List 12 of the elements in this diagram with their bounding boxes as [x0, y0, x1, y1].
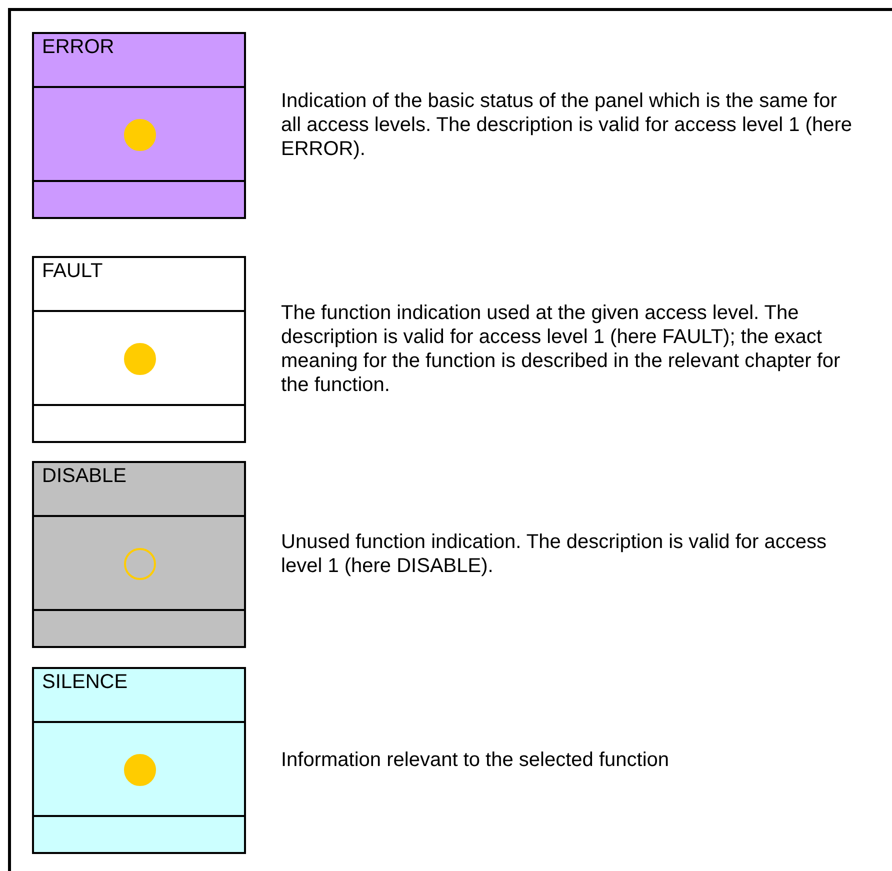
description-text: Information relevant to the selected function — [281, 748, 670, 772]
panel-title: ERROR — [42, 36, 114, 59]
panel-title: FAULT — [42, 260, 103, 283]
description-text: Indication of the basic status of the panel which is the same for all access levels. The description is valid for access level 1 (here ERROR). — [281, 88, 853, 160]
panel-title: SILENCE — [42, 671, 128, 694]
indicator-panel — [32, 32, 246, 219]
indicator-panel — [32, 667, 246, 854]
panel-title: DISABLE — [42, 465, 126, 488]
indicator-panel — [32, 461, 246, 648]
description-text: Unused function indication. The description is valid for access level 1 (here DISABLE). — [281, 530, 828, 578]
indicator-panel — [32, 256, 246, 443]
description-text: The function indication used at the given access level. The description is valid for access level 1 (here FAULT); the exact meaning for the function is described in the relevant chapter for the function. — [281, 300, 842, 396]
